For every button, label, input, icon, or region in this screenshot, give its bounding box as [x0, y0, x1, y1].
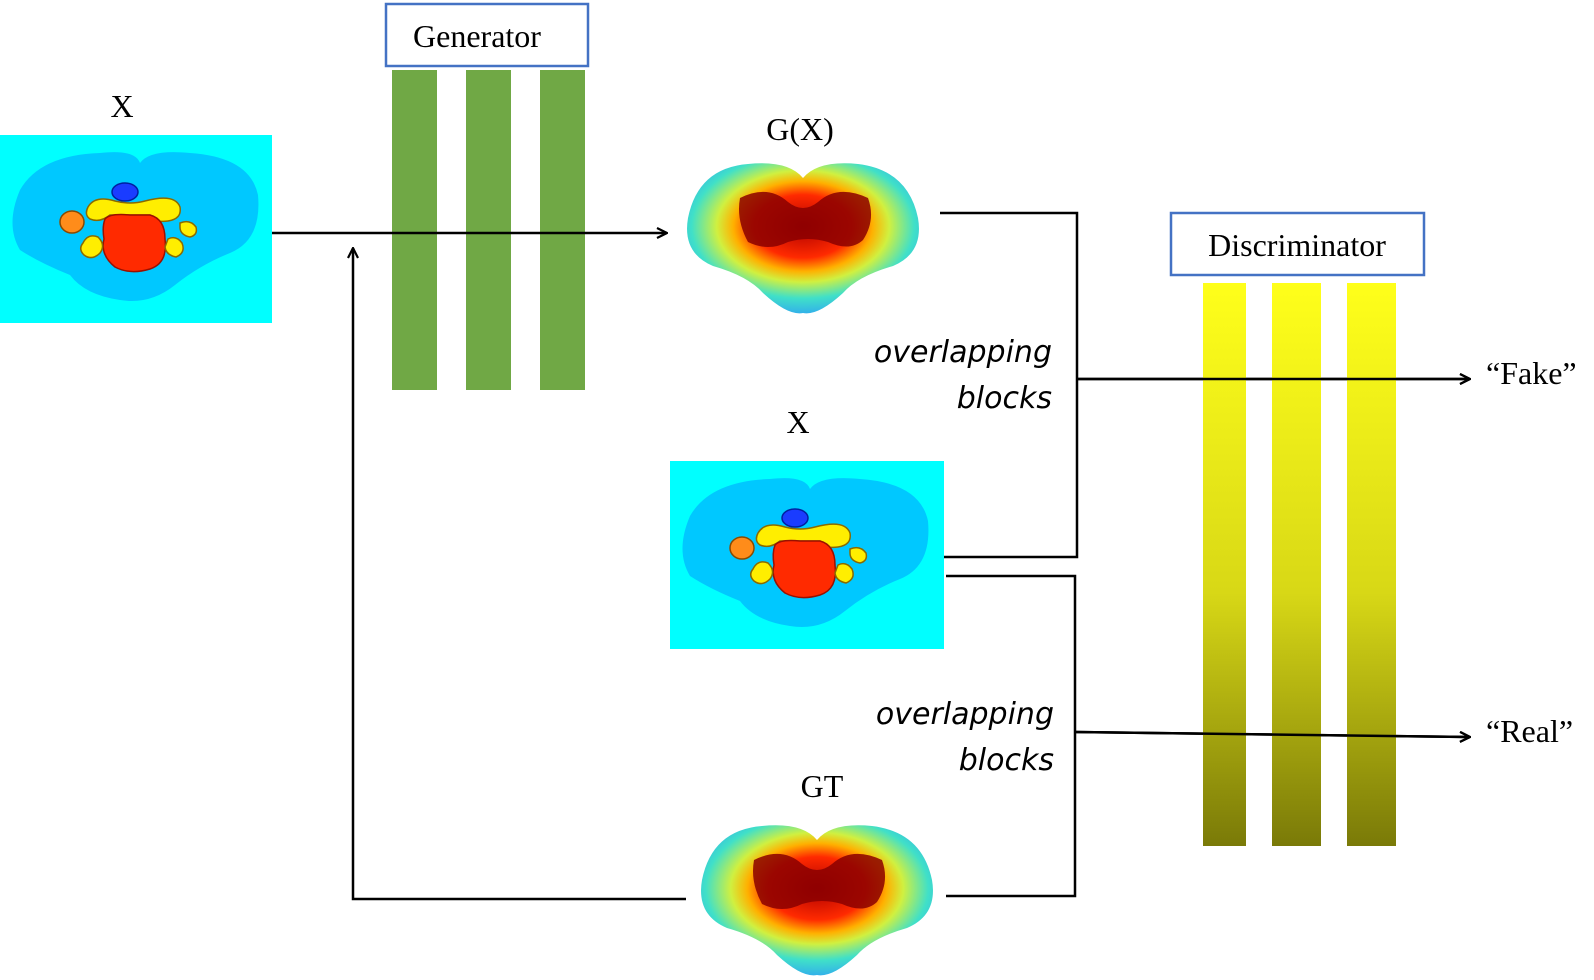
gt-heatmap-image [701, 825, 933, 976]
generator-box: Generator [384, 2, 590, 68]
overlapping-blocks-bottom-line1: overlapping [876, 697, 1054, 732]
generator-layer-1 [392, 70, 437, 390]
center-segmentation-image [670, 461, 944, 649]
discriminator-box: Discriminator [1169, 211, 1426, 277]
input-segmentation-image [0, 135, 272, 323]
generator-layer-2 [466, 70, 511, 390]
input-x-label: X [110, 88, 133, 124]
real-output-label: “Real” [1486, 713, 1573, 749]
overlapping-blocks-top-line1: overlapping [874, 335, 1052, 370]
center-x-label: X [786, 404, 809, 440]
fake-output-label: “Fake” [1486, 355, 1577, 391]
gt-label: GT [801, 768, 844, 804]
connector-x-gt-to-real-junction [946, 574, 1077, 898]
arrow-gt-to-generator-input [353, 248, 686, 901]
overlapping-blocks-bottom-line2: blocks [959, 743, 1054, 778]
discriminator-layer-3 [1347, 283, 1396, 846]
overlapping-blocks-top-line2: blocks [957, 381, 1052, 416]
connector-gx-to-fake-junction [940, 211, 1079, 559]
discriminator-layer-1 [1203, 283, 1246, 846]
gx-label: G(X) [766, 111, 834, 147]
arrow-to-real-overlay [1074, 730, 1470, 737]
gx-heatmap-image [687, 163, 919, 314]
generator-label: Generator [413, 18, 541, 54]
discriminator-label: Discriminator [1208, 227, 1386, 263]
generator-layer-3 [540, 70, 585, 390]
discriminator-layer-2 [1272, 283, 1321, 846]
